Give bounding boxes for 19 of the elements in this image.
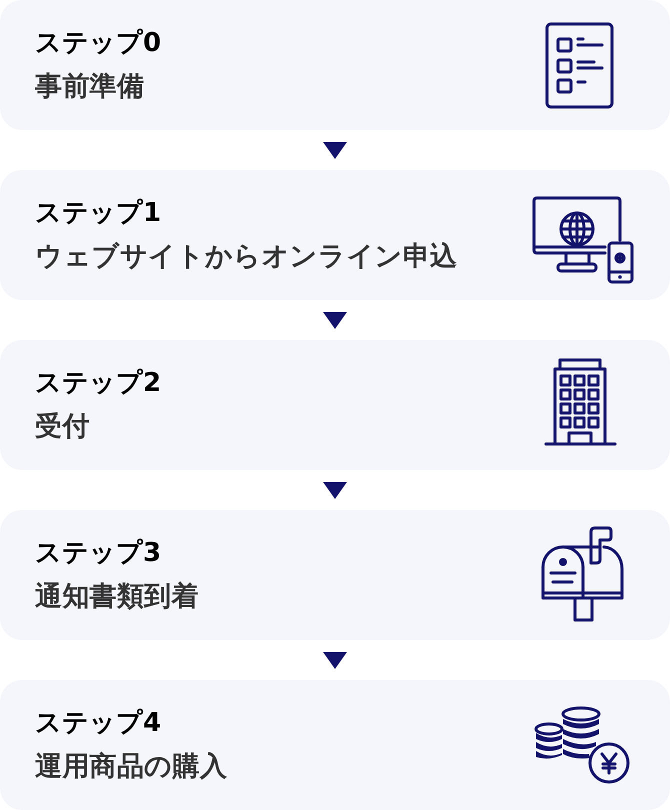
step-description: 事前準備 xyxy=(35,71,144,103)
step-description: 運用商品の購入 xyxy=(35,751,228,783)
step-description: 通知書類到着 xyxy=(35,581,199,613)
arrow xyxy=(323,142,347,159)
arrow xyxy=(323,652,347,669)
step-heading: ステップ0 xyxy=(35,27,162,59)
step-heading: ステップ1 xyxy=(35,197,162,229)
step-heading: ステップ2 xyxy=(35,367,162,399)
step-box xyxy=(0,170,670,300)
step-box xyxy=(0,680,670,810)
arrow xyxy=(323,312,347,329)
step-description: ウェブサイトからオンライン申込 xyxy=(35,241,458,273)
step-heading: ステップ3 xyxy=(35,537,162,569)
step-description: 受付 xyxy=(35,411,90,443)
step-box xyxy=(0,510,670,640)
step-heading: ステップ4 xyxy=(35,707,162,739)
step-box xyxy=(0,0,670,130)
step-box xyxy=(0,340,670,470)
arrow xyxy=(323,482,347,499)
